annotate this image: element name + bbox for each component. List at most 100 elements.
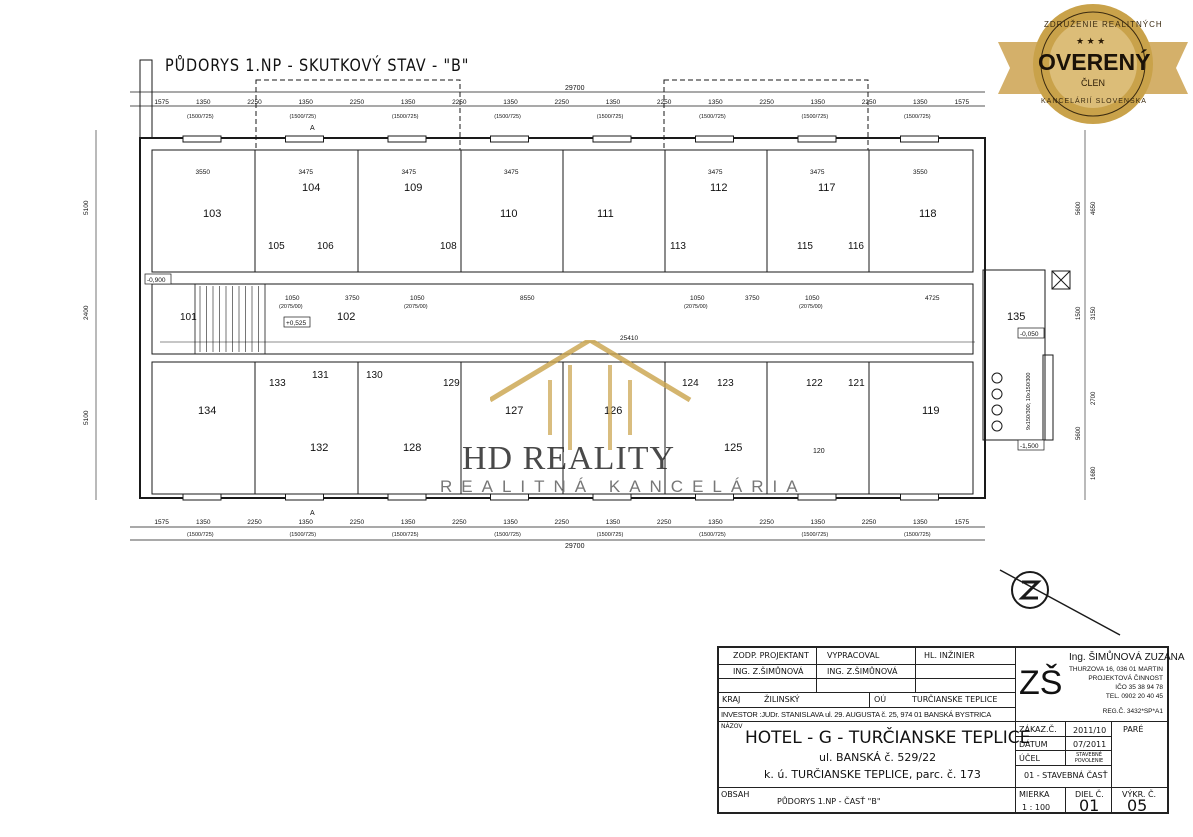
room-number: 116 xyxy=(848,241,864,252)
dimension-label: 2250 xyxy=(247,519,262,526)
level-marker: -1,500 xyxy=(1020,443,1039,450)
window-size-note: (1500/725) xyxy=(187,114,214,120)
dimension-label: 1350 xyxy=(811,99,826,106)
window-size-note: (1500/725) xyxy=(187,532,214,538)
ou-value: TURČIANSKE TEPLICE xyxy=(912,695,998,704)
dimension-label: 1350 xyxy=(606,99,621,106)
room-number: 133 xyxy=(269,378,286,389)
window xyxy=(900,493,939,501)
dimension-label: 1350 xyxy=(298,519,313,526)
cast: 01 - STAVEBNÁ ČASŤ xyxy=(1024,771,1108,780)
room-number: 135 xyxy=(1007,311,1025,323)
diel-value: 01 xyxy=(1079,796,1100,815)
dimension-label: 1350 xyxy=(503,519,518,526)
window-size-note: (1500/725) xyxy=(289,532,316,538)
room-number: 103 xyxy=(203,208,221,220)
nazov-label: NÁZOV xyxy=(721,723,743,730)
dimension-label: 5600 xyxy=(1076,201,1082,215)
dimension-label: 2250 xyxy=(759,519,774,526)
window xyxy=(797,135,837,143)
ucel-value: STAVEBNÉ POVOLENIE xyxy=(1074,752,1104,764)
room-number: 110 xyxy=(500,208,518,220)
dimension-label: 1350 xyxy=(196,519,211,526)
room-number: 106 xyxy=(317,241,334,252)
room-number: 119 xyxy=(922,405,940,417)
room-number: 105 xyxy=(268,241,285,252)
room-number: 122 xyxy=(806,378,823,389)
room-number: 132 xyxy=(310,442,328,454)
company-reg: REG.Č. 3432*SP*A1 xyxy=(1102,708,1163,715)
window xyxy=(490,135,529,143)
level-marker-box xyxy=(144,273,172,285)
dimension-label: 1680 xyxy=(1091,466,1097,480)
room-number: 123 xyxy=(717,378,734,389)
window-size-note: (1500/725) xyxy=(904,114,931,120)
dimension-label: 2250 xyxy=(452,519,467,526)
room-number: 109 xyxy=(404,182,422,194)
window xyxy=(592,135,632,143)
dimension-label: 1350 xyxy=(708,99,723,106)
room-number: 130 xyxy=(366,370,383,381)
dimension-label: 2250 xyxy=(657,99,672,106)
dashed-outline xyxy=(663,79,869,151)
datum-value: 07/2011 xyxy=(1073,740,1107,749)
zakaz-value: 2011/10 xyxy=(1073,726,1107,735)
dimension-label: 3475 xyxy=(810,169,825,176)
room-number: 108 xyxy=(440,241,457,252)
window xyxy=(490,493,529,501)
wall-stub xyxy=(139,59,153,139)
dimension-label: 1350 xyxy=(401,519,416,526)
mierka-value: 1 : 100 xyxy=(1022,803,1051,812)
vypracoval-label: VYPRACOVAL xyxy=(827,651,880,660)
window xyxy=(285,135,324,143)
badge-main-text: OVERENÝ xyxy=(1038,49,1151,75)
section-mark: A xyxy=(310,125,315,132)
floor-plan: 29700297001575157513501350(1500/725)(150… xyxy=(83,59,1121,636)
window-size-note: (1500/725) xyxy=(904,532,931,538)
dimension-label: 2250 xyxy=(759,99,774,106)
badge-stars: ★ ★ ★ xyxy=(1076,36,1106,46)
level-marker: -0,900 xyxy=(147,277,166,284)
company-logo: ZŠ xyxy=(1019,664,1063,702)
dimension-label: 2250 xyxy=(555,519,570,526)
room-number: 128 xyxy=(403,442,421,454)
entrance-135 xyxy=(982,269,1046,441)
room-number: 117 xyxy=(818,182,836,194)
window-size-note: (1500/725) xyxy=(597,532,624,538)
datum-label: DÁTUM xyxy=(1019,740,1048,749)
total-width-top: 29700 xyxy=(565,85,585,92)
total-width-bottom: 29700 xyxy=(565,543,585,550)
room-number: 127 xyxy=(505,405,523,417)
badge-sub-text: ČLEN xyxy=(1081,78,1106,88)
window xyxy=(900,135,939,143)
window-size-note: (1500/725) xyxy=(392,532,419,538)
dimension-label: 1575 xyxy=(955,99,970,106)
dimension-label: 3550 xyxy=(196,169,211,176)
room-number: 104 xyxy=(302,182,320,194)
room-number: 124 xyxy=(682,378,699,389)
door-size-note: (2075/00) xyxy=(684,304,708,310)
kraj-value: ŽILINSKÝ xyxy=(764,695,800,704)
dimension-label: 1350 xyxy=(401,99,416,106)
watermark-tagline: REALITNÁ KANCELÁRIA xyxy=(440,477,807,496)
dimension-label: 3475 xyxy=(504,169,519,176)
dimension-label: 2250 xyxy=(862,519,877,526)
vykr-label: VÝKR. Č. xyxy=(1122,790,1157,799)
dimension-label: 1350 xyxy=(708,519,723,526)
dimension-label: 2250 xyxy=(657,519,672,526)
dimension-label: 2250 xyxy=(862,99,877,106)
window-size-note: (1500/725) xyxy=(597,114,624,120)
investor: INVESTOR :JUDr. STANISLAVA ul. 29. AUGUS… xyxy=(721,710,992,719)
north-arrow-icon xyxy=(999,569,1121,636)
badge-top-text: ZDRUŽENIE REALITNÝCH xyxy=(1044,20,1163,29)
window xyxy=(797,493,837,501)
window-size-note: (1500/725) xyxy=(699,114,726,120)
dimension-label: 2700 xyxy=(1091,391,1097,405)
outer-wall xyxy=(139,137,986,499)
badge-bottom-text: KANCELÁRIÍ SLOVENSKA xyxy=(1041,98,1147,105)
room-number: 121 xyxy=(848,378,865,389)
window xyxy=(182,135,222,143)
window-size-note: (1500/725) xyxy=(289,114,316,120)
company-ico: IČO 35 38 94 78 xyxy=(1115,684,1163,691)
dimension-label: 2250 xyxy=(350,519,365,526)
